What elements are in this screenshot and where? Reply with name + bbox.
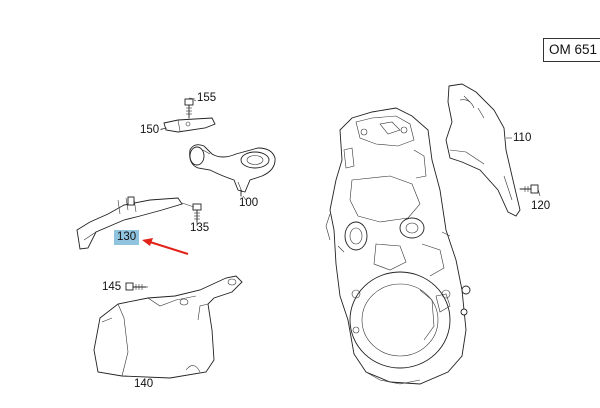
engine-code-box: OM 651 (543, 38, 600, 62)
part-140-cover (93, 275, 243, 379)
part-label-100[interactable]: 100 (239, 197, 259, 209)
part-130-bracket (76, 196, 183, 250)
part-145-bolt (125, 282, 147, 291)
part-label-140[interactable]: 140 (134, 378, 154, 390)
part-label-110[interactable]: 110 (513, 132, 532, 144)
engine-housing (325, 107, 471, 385)
part-155-bolt (184, 98, 197, 119)
part-100-pump (189, 144, 276, 197)
part-120-bolt (519, 184, 539, 194)
part-135-bolt (181, 202, 202, 223)
highlight-arrow (142, 238, 189, 255)
part-label-145[interactable]: 145 (102, 281, 122, 293)
part-label-135[interactable]: 135 (190, 222, 210, 234)
part-150-plate (160, 117, 216, 133)
part-label-150[interactable]: 150 (140, 124, 160, 136)
part-label-120[interactable]: 120 (531, 200, 551, 212)
leader-lines (146, 97, 541, 288)
part-110-cover (445, 83, 521, 217)
part-label-155[interactable]: 155 (197, 92, 217, 104)
part-label-130[interactable]: 130 (114, 230, 140, 245)
